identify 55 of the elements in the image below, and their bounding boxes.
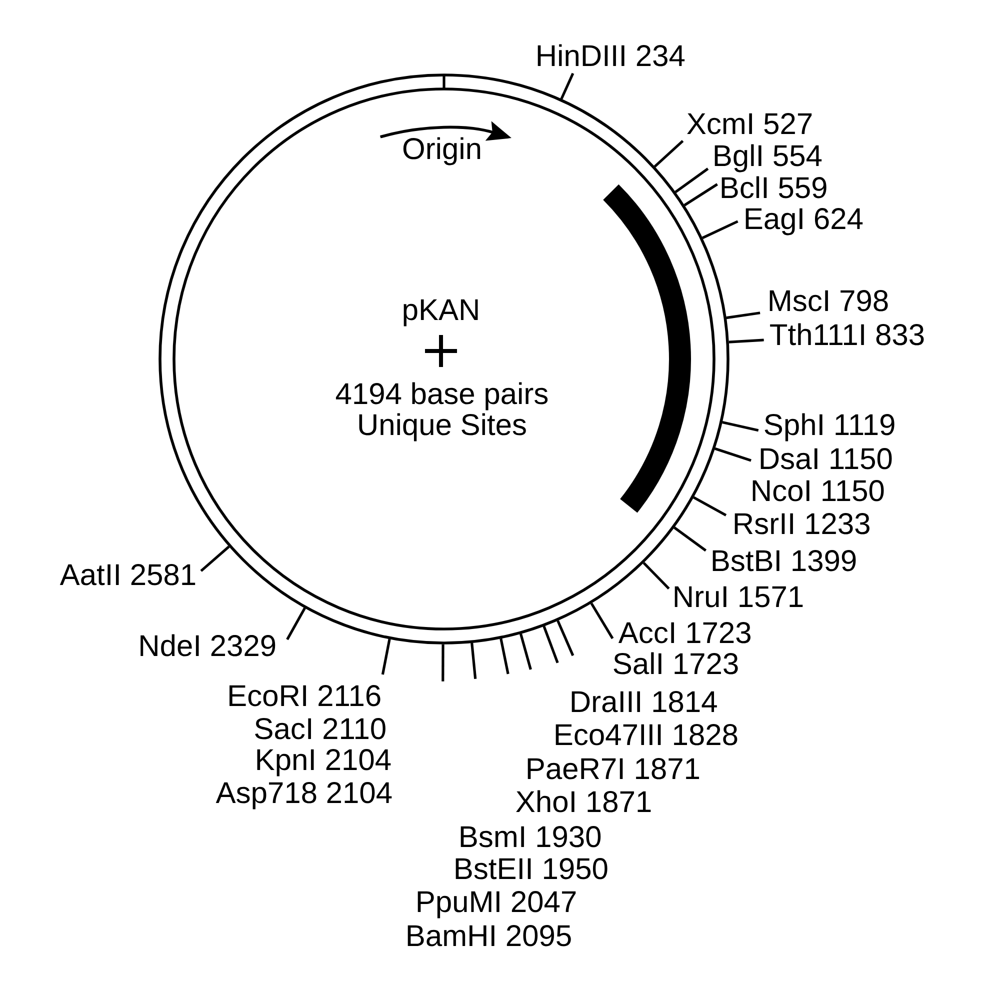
leader-line bbox=[381, 638, 391, 675]
site-label: NruI 1571 bbox=[674, 586, 803, 608]
site-label: BsmI 1930 bbox=[460, 826, 601, 848]
site-label: XhoI 1871 bbox=[516, 790, 651, 812]
site-label: Eco47III 1828 bbox=[556, 724, 738, 746]
leader-line bbox=[560, 72, 574, 100]
site-label: BstEII 1950 bbox=[456, 858, 608, 880]
leader-line bbox=[500, 638, 510, 674]
site-label: AatII 2581 bbox=[60, 564, 196, 586]
leader-line bbox=[702, 220, 738, 240]
site-label: BglI 554 bbox=[714, 144, 822, 172]
site-label: DraIII 1814 bbox=[572, 691, 717, 712]
plasmid-name: pKAN bbox=[404, 299, 478, 326]
leader-line bbox=[520, 634, 532, 670]
leader-line bbox=[556, 620, 574, 656]
site-label: SalI 1723 bbox=[614, 652, 738, 674]
site-label: KpnI 2104 bbox=[257, 749, 391, 776]
site-label: EagI 624 bbox=[746, 208, 863, 236]
leader-line bbox=[684, 183, 718, 206]
sites-heading: Unique Sites bbox=[359, 413, 526, 442]
site-label: XcmI 527 bbox=[687, 113, 812, 134]
leader-line bbox=[200, 546, 230, 572]
site-label: BstBI 1399 bbox=[712, 550, 856, 572]
site-label: AccI 1723 bbox=[618, 622, 750, 644]
leader-line bbox=[726, 312, 760, 320]
site-label: SphI 1119 bbox=[764, 413, 894, 442]
leader-line bbox=[722, 420, 759, 432]
leader-line bbox=[654, 140, 684, 168]
site-label: Tth111I 833 bbox=[770, 323, 924, 346]
leader-line bbox=[642, 562, 670, 590]
site-label: SacI 2110 bbox=[255, 718, 386, 740]
leader-line bbox=[442, 644, 444, 682]
leader-line bbox=[693, 496, 727, 516]
site-label: PaeR7I 1871 bbox=[528, 758, 700, 780]
leader-line bbox=[286, 607, 306, 640]
site-label: NcoI 1150 bbox=[752, 480, 884, 502]
site-label: RsrII 1233 bbox=[734, 513, 870, 534]
leader-line bbox=[470, 642, 477, 679]
origin-label: Origin bbox=[403, 137, 480, 166]
site-label: PpuMI 2047 bbox=[418, 891, 576, 918]
leader-line bbox=[728, 338, 764, 344]
site-label: DsaI 1150 bbox=[760, 448, 892, 470]
base-pair-count: 4194 base pairs bbox=[336, 382, 548, 410]
site-label: EcoRI 2116 bbox=[230, 685, 380, 706]
leader-line bbox=[590, 602, 614, 640]
site-label: BamHI 2095 bbox=[408, 925, 571, 946]
site-label: Asp718 2104 bbox=[216, 782, 392, 810]
leader-line bbox=[674, 168, 709, 194]
leader-line bbox=[674, 526, 707, 552]
leader-line bbox=[714, 447, 752, 462]
site-label: HinDIII 234 bbox=[538, 44, 685, 66]
leader-line bbox=[542, 626, 559, 664]
site-label: NdeI 2329 bbox=[140, 634, 276, 656]
site-label: BclI 559 bbox=[722, 176, 826, 198]
site-label: MscI 798 bbox=[770, 290, 888, 312]
